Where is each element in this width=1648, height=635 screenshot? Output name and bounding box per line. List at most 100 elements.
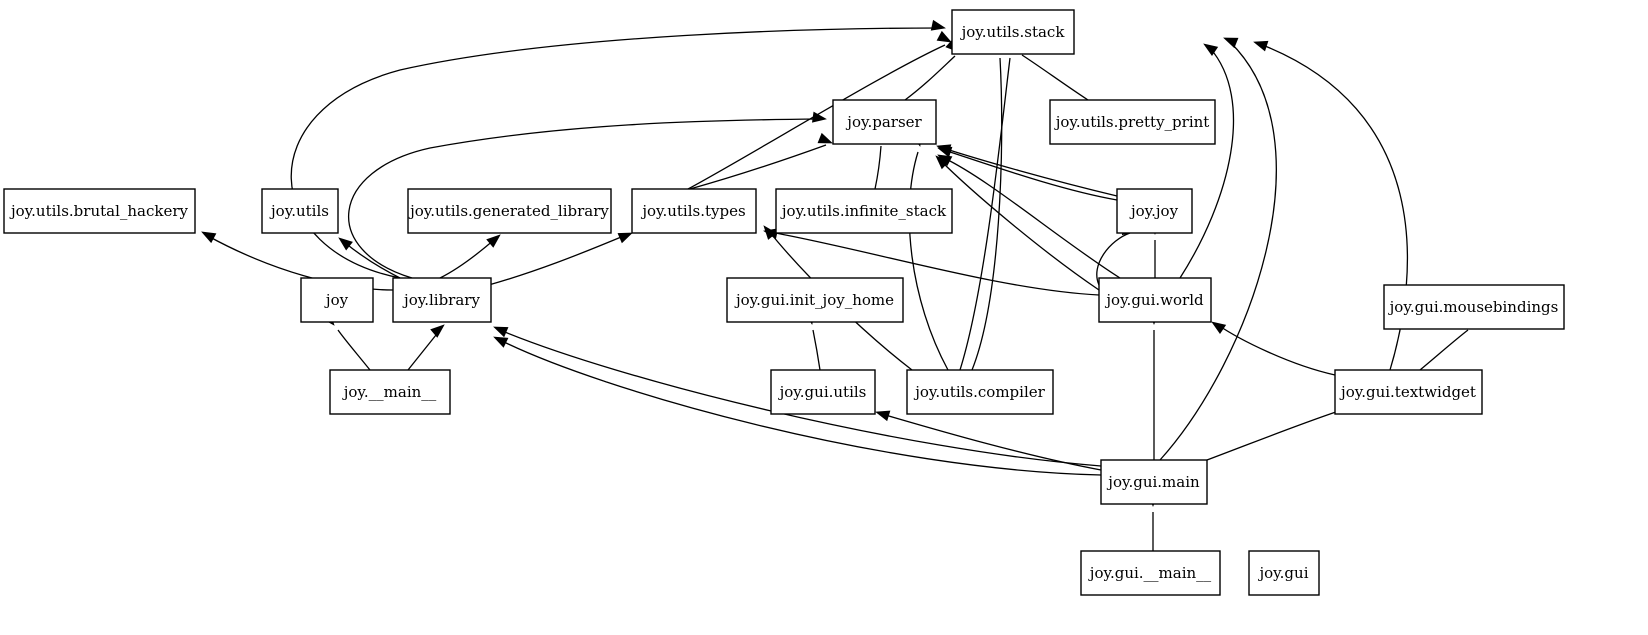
node-box[interactable] xyxy=(951,9,1075,55)
node-label: joy.gui.__main__ xyxy=(1088,564,1212,582)
node-box[interactable] xyxy=(1334,369,1483,415)
node-box[interactable] xyxy=(770,369,876,415)
node-joy.utils.generated_library[interactable]: joy.utils.generated_library xyxy=(407,188,612,234)
node-joy.joy[interactable]: joy.joy xyxy=(1116,188,1193,234)
node-box[interactable] xyxy=(1100,459,1208,505)
node-box[interactable] xyxy=(1049,99,1216,145)
node-joy.utils.types[interactable]: joy.utils.types xyxy=(631,188,757,234)
node-label: joy.utils xyxy=(269,202,329,220)
edge-joy.gui.world-to-joy.utils.stack xyxy=(1179,43,1235,279)
edge-line xyxy=(1159,41,1277,461)
arrow-head-icon xyxy=(338,237,353,251)
node-label: joy.gui.world xyxy=(1104,291,1204,309)
arrow-head-icon xyxy=(1211,321,1227,335)
node-label: joy.gui.init_joy_home xyxy=(734,291,894,309)
edge-line xyxy=(812,329,821,371)
arrow-head-icon xyxy=(1203,43,1219,57)
edge-line xyxy=(347,118,821,279)
edge-joy.gui.main-to-joy.gui.utils xyxy=(875,410,1102,471)
edge-joy.gui.textwidget-to-joy.gui.world xyxy=(1211,321,1336,376)
arrow-head-icon xyxy=(875,410,891,422)
node-box[interactable] xyxy=(1248,550,1320,596)
edge-line xyxy=(1096,232,1131,286)
node-joy.library[interactable]: joy.library xyxy=(392,277,492,323)
node-label: joy.utils.infinite_stack xyxy=(780,202,947,220)
arrow-head-icon xyxy=(201,231,217,244)
node-joy.gui.utils[interactable]: joy.gui.utils xyxy=(770,369,876,415)
edge-line xyxy=(1217,324,1336,376)
node-joy[interactable]: joy xyxy=(300,277,374,323)
node-joy.gui.main[interactable]: joy.gui.main xyxy=(1100,459,1208,505)
node-joy.gui.textwidget[interactable]: joy.gui.textwidget xyxy=(1334,369,1483,415)
node-box[interactable] xyxy=(775,188,953,234)
node-joy.utils.stack[interactable]: joy.utils.stack xyxy=(951,9,1075,55)
node-label: joy.parser xyxy=(845,113,922,131)
arrow-head-icon xyxy=(1223,37,1239,49)
edge-line xyxy=(439,238,496,279)
edges-layer xyxy=(201,19,1486,552)
node-label: joy xyxy=(324,291,349,309)
edge-line xyxy=(290,27,941,279)
node-box[interactable] xyxy=(329,369,451,415)
edge-line xyxy=(874,145,882,190)
arrow-head-icon xyxy=(937,154,953,167)
node-label: joy.gui.textwidget xyxy=(1339,383,1476,401)
arrow-head-icon xyxy=(486,234,501,248)
node-box[interactable] xyxy=(407,188,612,234)
edge-joy.library-to-joy.utils.stack xyxy=(290,19,946,279)
edge-line xyxy=(939,159,1100,291)
edge-line xyxy=(687,44,946,190)
node-box[interactable] xyxy=(1116,188,1193,234)
node-label: joy.gui xyxy=(1258,564,1309,582)
node-joy.utils[interactable]: joy.utils xyxy=(261,188,339,234)
node-label: joy.utils.stack xyxy=(960,23,1066,41)
node-label: joy.gui.utils xyxy=(778,383,867,401)
node-box[interactable] xyxy=(3,188,196,234)
node-box[interactable] xyxy=(392,277,492,323)
node-box[interactable] xyxy=(832,99,937,145)
node-joy.utils.pretty_print[interactable]: joy.utils.pretty_print xyxy=(1049,99,1216,145)
node-label: joy.joy xyxy=(1129,202,1179,220)
edge-line xyxy=(499,339,1102,476)
node-label: joy.__main__ xyxy=(342,383,437,401)
node-joy.utils.brutal_hackery[interactable]: joy.utils.brutal_hackery xyxy=(3,188,196,234)
edge-joy.gui.main-to-joy.library xyxy=(493,336,1102,476)
node-box[interactable] xyxy=(261,188,339,234)
arrow-head-icon xyxy=(817,132,833,144)
node-joy.gui.world[interactable]: joy.gui.world xyxy=(1098,277,1212,323)
node-joy.__main__[interactable]: joy.__main__ xyxy=(329,369,451,415)
node-box[interactable] xyxy=(726,277,904,323)
node-box[interactable] xyxy=(1098,277,1212,323)
edge-line xyxy=(1179,47,1235,279)
node-box[interactable] xyxy=(1383,284,1565,330)
arrow-head-icon xyxy=(936,30,952,43)
arrow-head-icon xyxy=(493,326,509,338)
node-joy.gui.__main__[interactable]: joy.gui.__main__ xyxy=(1080,550,1221,596)
node-joy.utils.compiler[interactable]: joy.utils.compiler xyxy=(906,369,1054,415)
node-box[interactable] xyxy=(631,188,757,234)
arrow-head-icon xyxy=(617,232,633,244)
edge-line xyxy=(959,57,1011,371)
node-label: joy.utils.generated_library xyxy=(408,202,609,220)
node-joy.gui.mousebindings[interactable]: joy.gui.mousebindings xyxy=(1383,284,1565,330)
arrow-head-icon xyxy=(1253,40,1269,52)
node-joy.gui.init_joy_home[interactable]: joy.gui.init_joy_home xyxy=(726,277,904,323)
node-joy.parser[interactable]: joy.parser xyxy=(832,99,937,145)
node-box[interactable] xyxy=(300,277,374,323)
arrow-head-icon xyxy=(763,228,779,240)
node-joy.gui[interactable]: joy.gui xyxy=(1248,550,1320,596)
node-label: joy.utils.pretty_print xyxy=(1054,113,1210,131)
edge-line xyxy=(407,329,441,371)
edge-joy.library-to-joy.utils xyxy=(338,237,401,279)
edge-line xyxy=(1206,407,1349,461)
edge-joy.gui.world-to-joy.utils.types xyxy=(763,228,1100,296)
node-joy.utils.infinite_stack[interactable]: joy.utils.infinite_stack xyxy=(775,188,953,234)
arrow-head-icon xyxy=(937,146,953,158)
edge-joy.gui.main-to-joy.utils.stack xyxy=(1159,37,1277,461)
nodes-layer: joy.utils.stack joy.parser joy.utils.prett… xyxy=(3,9,1565,596)
edge-joy.utils.types-to-joy.utils.stack xyxy=(687,30,952,190)
edge-joy.utils.types-to-joy.parser xyxy=(689,132,833,190)
node-box[interactable] xyxy=(1080,550,1221,596)
edge-joy.gui.main-to-joy.library xyxy=(493,326,1102,467)
node-box[interactable] xyxy=(906,369,1054,415)
